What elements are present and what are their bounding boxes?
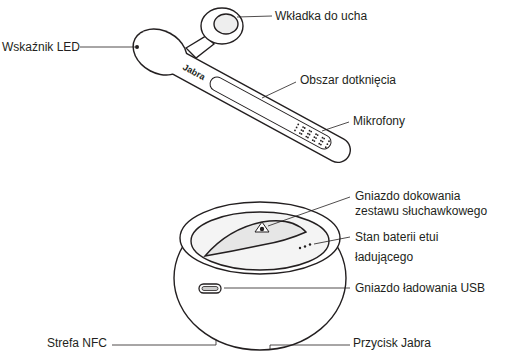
headset-arm	[158, 52, 338, 150]
earbud	[186, 8, 243, 58]
microphone-hole	[317, 134, 319, 136]
part-label: Obszar dotknięcia	[300, 73, 396, 88]
microphone-hole	[299, 132, 301, 134]
microphone-hole	[325, 146, 327, 148]
microphone-hole	[314, 136, 316, 138]
leader-lines	[80, 16, 350, 349]
led-indicator	[135, 45, 139, 49]
part-label: Strefa NFC	[47, 336, 107, 351]
charging-case	[260, 227, 264, 231]
leader-lines	[322, 122, 349, 131]
microphone-hole	[309, 134, 311, 136]
microphone-hole	[296, 127, 298, 129]
part-label: Gniazdo dokowania zestawu słuchawkowego	[355, 189, 500, 219]
part-label: Mikrofony	[353, 114, 405, 129]
charging-case	[174, 206, 346, 350]
earbud	[214, 14, 238, 34]
microphone-hole	[315, 133, 317, 135]
microphone-hole	[322, 137, 324, 139]
usb-port	[202, 287, 218, 291]
microphone-hole	[314, 140, 316, 142]
battery-status-dots	[304, 245, 306, 247]
microphone-holes	[294, 124, 330, 149]
microphone-hole	[307, 137, 309, 139]
leader-lines	[314, 237, 350, 244]
microphone-hole	[307, 133, 309, 135]
leader-lines	[262, 82, 296, 98]
microphone-hole	[302, 126, 304, 128]
microphone-hole	[320, 140, 322, 142]
microphone-hole	[318, 143, 320, 145]
microphone-hole	[328, 140, 330, 142]
leader-lines	[268, 197, 350, 226]
part-label: Stan baterii etui ładującego	[355, 227, 455, 267]
charging-case	[205, 221, 306, 256]
microphone-hole	[322, 141, 324, 143]
charging-case	[191, 212, 329, 270]
leader-lines	[270, 345, 350, 349]
part-label: Wkładka do ucha	[275, 9, 367, 24]
microphone-hole	[326, 143, 328, 145]
microphone-hole	[304, 127, 306, 129]
usb-port	[199, 284, 221, 293]
microphone-hole	[297, 124, 299, 126]
microphone-hole	[310, 131, 312, 133]
battery-status-dots	[309, 243, 311, 245]
microphone-hole	[302, 130, 304, 132]
headset-arm	[217, 84, 324, 142]
earbud	[201, 8, 243, 44]
headset-arm	[217, 84, 324, 142]
part-label: Przycisk Jabra	[353, 336, 431, 351]
usb-port	[199, 284, 221, 293]
battery-status-dots	[299, 243, 311, 249]
leader-lines	[80, 47, 135, 48]
leader-lines	[237, 16, 272, 17]
microphone-hole	[315, 137, 317, 139]
part-label: Wskaźnik LED	[2, 40, 80, 55]
headset-arm	[158, 52, 338, 150]
charging-case	[255, 222, 269, 232]
microphone-hole	[294, 130, 296, 132]
microphone-hole	[309, 130, 311, 132]
microphone-hole	[320, 144, 322, 146]
charging-case	[180, 202, 340, 274]
brand-logo: Jabra	[181, 61, 207, 81]
microphone-hole	[301, 129, 303, 131]
part-label: Gniazdo ładowania USB	[355, 281, 485, 296]
microphone-hole	[312, 139, 314, 141]
microphone-hole	[305, 136, 307, 138]
battery-status-dots	[299, 247, 301, 249]
microphone-hole	[323, 138, 325, 140]
charging-case	[174, 202, 346, 350]
microphone-hole	[301, 133, 303, 135]
leader-lines	[112, 340, 216, 345]
led-indicator	[135, 45, 139, 49]
leader-lines	[224, 288, 350, 289]
